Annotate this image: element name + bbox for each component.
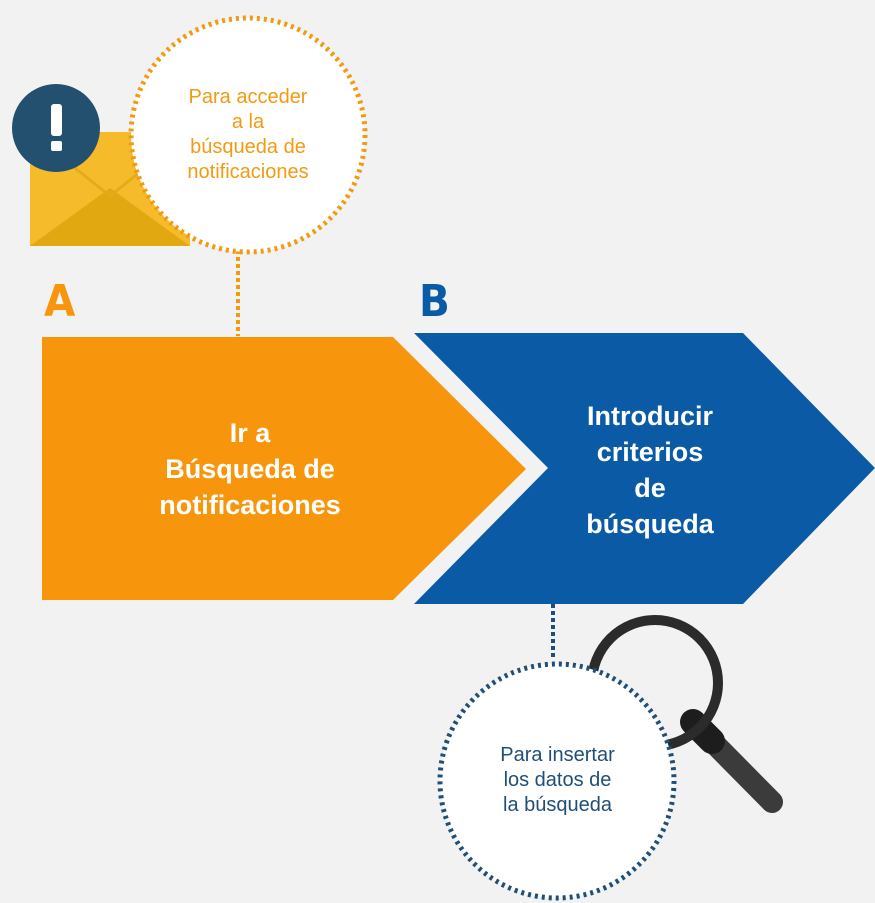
bubble-b — [437, 661, 677, 901]
envelope-bottom-flap — [30, 188, 190, 246]
step-b-arrow — [414, 333, 875, 604]
bubble-a — [128, 15, 368, 255]
bubble-b-text: Para insertar los datos de la búsqueda — [500, 743, 615, 816]
alert-exclamation-dot — [51, 141, 62, 151]
step-b-letter: B — [419, 276, 450, 327]
alert-exclamation-bar — [51, 104, 62, 136]
step-a-letter: A — [44, 276, 76, 327]
step-b-label: Introducir criterios de búsqueda — [586, 401, 714, 539]
step-a-arrow — [42, 337, 526, 600]
bubble-a-text: Para acceder a la búsqueda de notificaci… — [187, 86, 309, 183]
step-a-label: Ir a Búsqueda de notificaciones — [159, 418, 341, 520]
